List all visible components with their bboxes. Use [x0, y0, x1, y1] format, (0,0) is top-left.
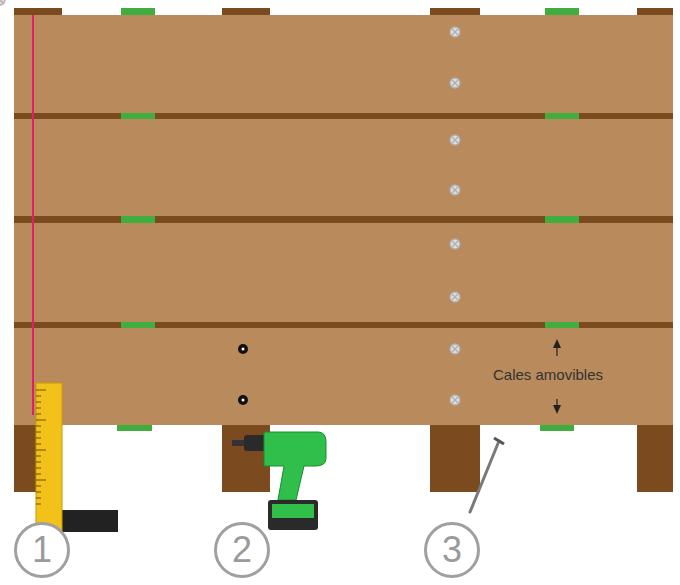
plank: [14, 15, 673, 425]
cordless-drill: [232, 432, 326, 530]
plank-gap: [14, 113, 673, 328]
chalk-line: [32, 15, 34, 415]
step-circle: 3: [424, 522, 480, 578]
step-circle: 2: [214, 522, 270, 578]
spacer-label: Cales amovibles: [493, 366, 603, 383]
carpenter-square: [36, 383, 118, 532]
screw: [0, 0, 460, 405]
pilot-hole: [238, 344, 248, 405]
callout-number: 3: [442, 532, 462, 568]
step-circle: 1: [14, 522, 70, 578]
nail: [470, 438, 504, 512]
callout-number: 2: [232, 532, 252, 568]
joist: [14, 8, 673, 492]
callout-number: 1: [32, 532, 52, 568]
